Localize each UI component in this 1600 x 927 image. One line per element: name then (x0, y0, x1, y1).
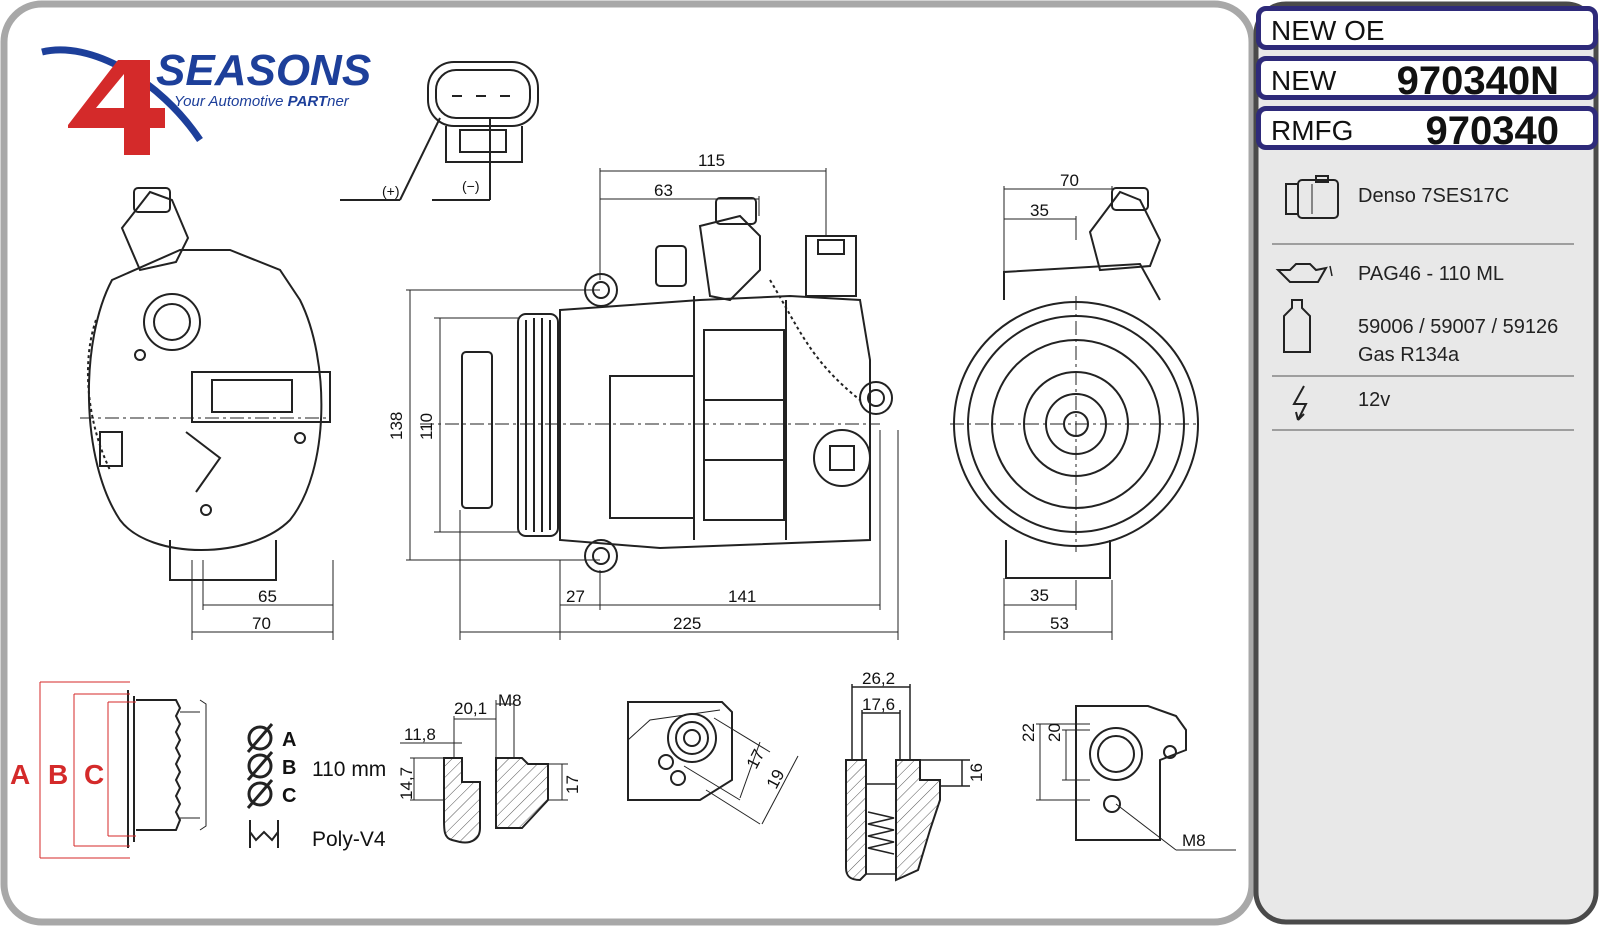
diameter-b-label: B (282, 757, 296, 779)
connector-negative-label: (−) (462, 178, 480, 194)
port-detail-4 (1036, 705, 1236, 851)
compressor-side-view (420, 197, 893, 573)
port4-dim-20: 20 (1045, 723, 1064, 742)
dim-138: 138 (387, 412, 406, 440)
rmfg-part-box: RMFG 970340 (1256, 106, 1598, 153)
pulley-b-label: B (48, 759, 68, 790)
port1-dim-17: 17 (563, 775, 582, 794)
dim-110: 110 (417, 413, 436, 440)
drawing-frame (0, 0, 1256, 926)
new-oe-label: NEW OE (1271, 15, 1385, 46)
lightning-icon (1292, 385, 1308, 421)
port-detail-1 (400, 700, 568, 844)
spec-oil: PAG46 - 110 ML (1358, 263, 1504, 285)
dim-27: 27 (566, 587, 585, 606)
port3-dim-16: 16 (967, 763, 986, 782)
new-label: NEW (1271, 65, 1337, 96)
dim-70-left: 70 (252, 614, 271, 633)
port1-dim-14-7: 14,7 (397, 767, 416, 800)
rmfg-part-number: 970340 (1425, 109, 1559, 153)
port3-dim-26-2: 26,2 (862, 669, 895, 688)
pulley-dimension-lines (39, 681, 136, 859)
new-part-box: NEW 970340N (1256, 56, 1598, 103)
dim-63: 63 (654, 181, 673, 200)
port3-dim-17-6: 17,6 (862, 695, 895, 714)
compressor-rear-view (80, 187, 331, 581)
pulley-c-label: C (84, 759, 104, 790)
port1-dim-11-8: 11,8 (404, 725, 436, 744)
oil-can-icon (1275, 263, 1333, 283)
logo-brand-text: SEASONS (156, 46, 371, 95)
pulley-detail (127, 690, 207, 848)
port4-dim-22: 22 (1019, 723, 1038, 742)
port1-dim-20-1: 20,1 (454, 699, 487, 718)
pulley-diameter-value: 110 mm (312, 758, 386, 781)
diameter-c-label: C (282, 785, 296, 807)
compressor-front-view (950, 187, 1200, 579)
diameter-a-label: A (282, 729, 296, 751)
port4-dim-m8: M8 (1182, 831, 1206, 850)
dim-35-top: 35 (1030, 201, 1049, 220)
brand-logo: SEASONS Your Automotive PARTner (41, 46, 371, 155)
port-detail-2 (627, 701, 799, 825)
pulley-a-label: A (10, 759, 30, 790)
spec-gas-type: Gas R134a (1358, 344, 1460, 366)
dim-115: 115 (698, 151, 725, 170)
pulley-type-value: Poly-V4 (312, 828, 386, 851)
port-detail-3 (845, 684, 970, 882)
dim-70-top: 70 (1060, 171, 1079, 190)
spec-panel (1253, 1, 1599, 925)
compressor-icon (1285, 175, 1339, 219)
spec-gas-part-numbers: 59006 / 59007 / 59126 (1358, 316, 1559, 338)
gas-bottle-icon (1283, 299, 1311, 353)
new-part-number: 970340N (1396, 59, 1559, 103)
electrical-connector (340, 61, 539, 201)
dim-53: 53 (1050, 614, 1069, 633)
dim-225: 225 (673, 614, 701, 633)
logo-tagline: Your Automotive PARTner (174, 93, 350, 110)
port1-dim-m8: M8 (498, 691, 522, 710)
dim-141: 141 (728, 587, 756, 606)
spec-compressor-model: Denso 7SES17C (1358, 185, 1510, 207)
dim-35-bottom: 35 (1030, 586, 1049, 605)
new-oe-box: NEW OE (1256, 6, 1598, 50)
connector-positive-label: (+) (382, 183, 400, 199)
rmfg-label: RMFG (1271, 115, 1354, 146)
spec-voltage: 12v (1358, 389, 1391, 411)
diameter-icons (246, 723, 279, 848)
dim-65: 65 (258, 587, 277, 606)
